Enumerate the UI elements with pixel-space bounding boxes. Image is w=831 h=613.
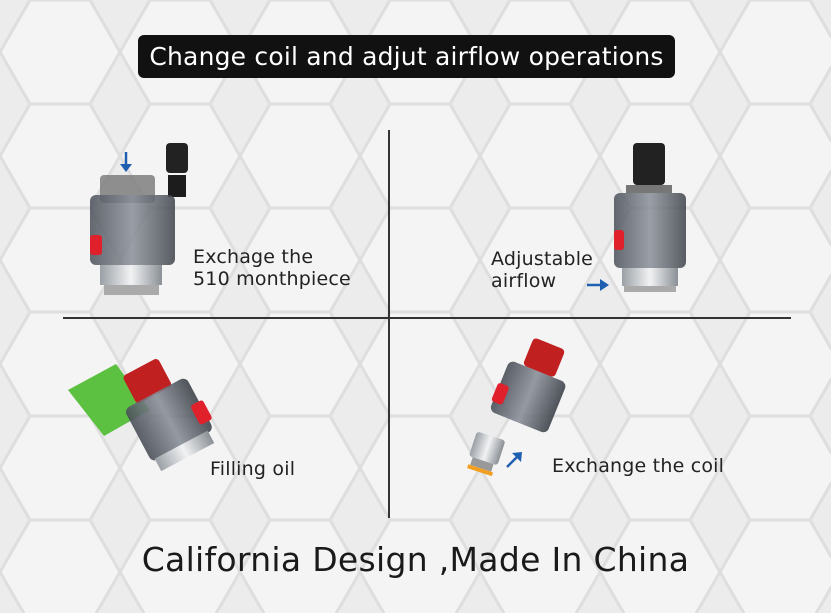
filling-oil-label: Filling oil [210,458,296,480]
footer-tagline: California Design ,Made In China [141,540,690,579]
assembled-tank-illustration [614,143,686,292]
filling-oil-illustration [68,359,215,472]
page-title: Change coil and adjut airflow operations [138,35,675,78]
exchange-coil-label: Exchange the coil [552,455,725,477]
diagonal-arrow-icon [506,452,522,468]
tank-with-mouthpiece-illustration [90,143,188,295]
horizontal-divider [63,317,791,319]
right-arrow-icon [587,279,609,291]
exchange-mouthpiece-label: Exchage the 510 monthpiece [193,246,351,290]
down-arrow-icon [120,152,132,172]
exchange-coil-illustration [467,338,566,477]
vertical-divider [388,130,390,518]
airflow-label: Adjustable airflow [491,248,594,292]
